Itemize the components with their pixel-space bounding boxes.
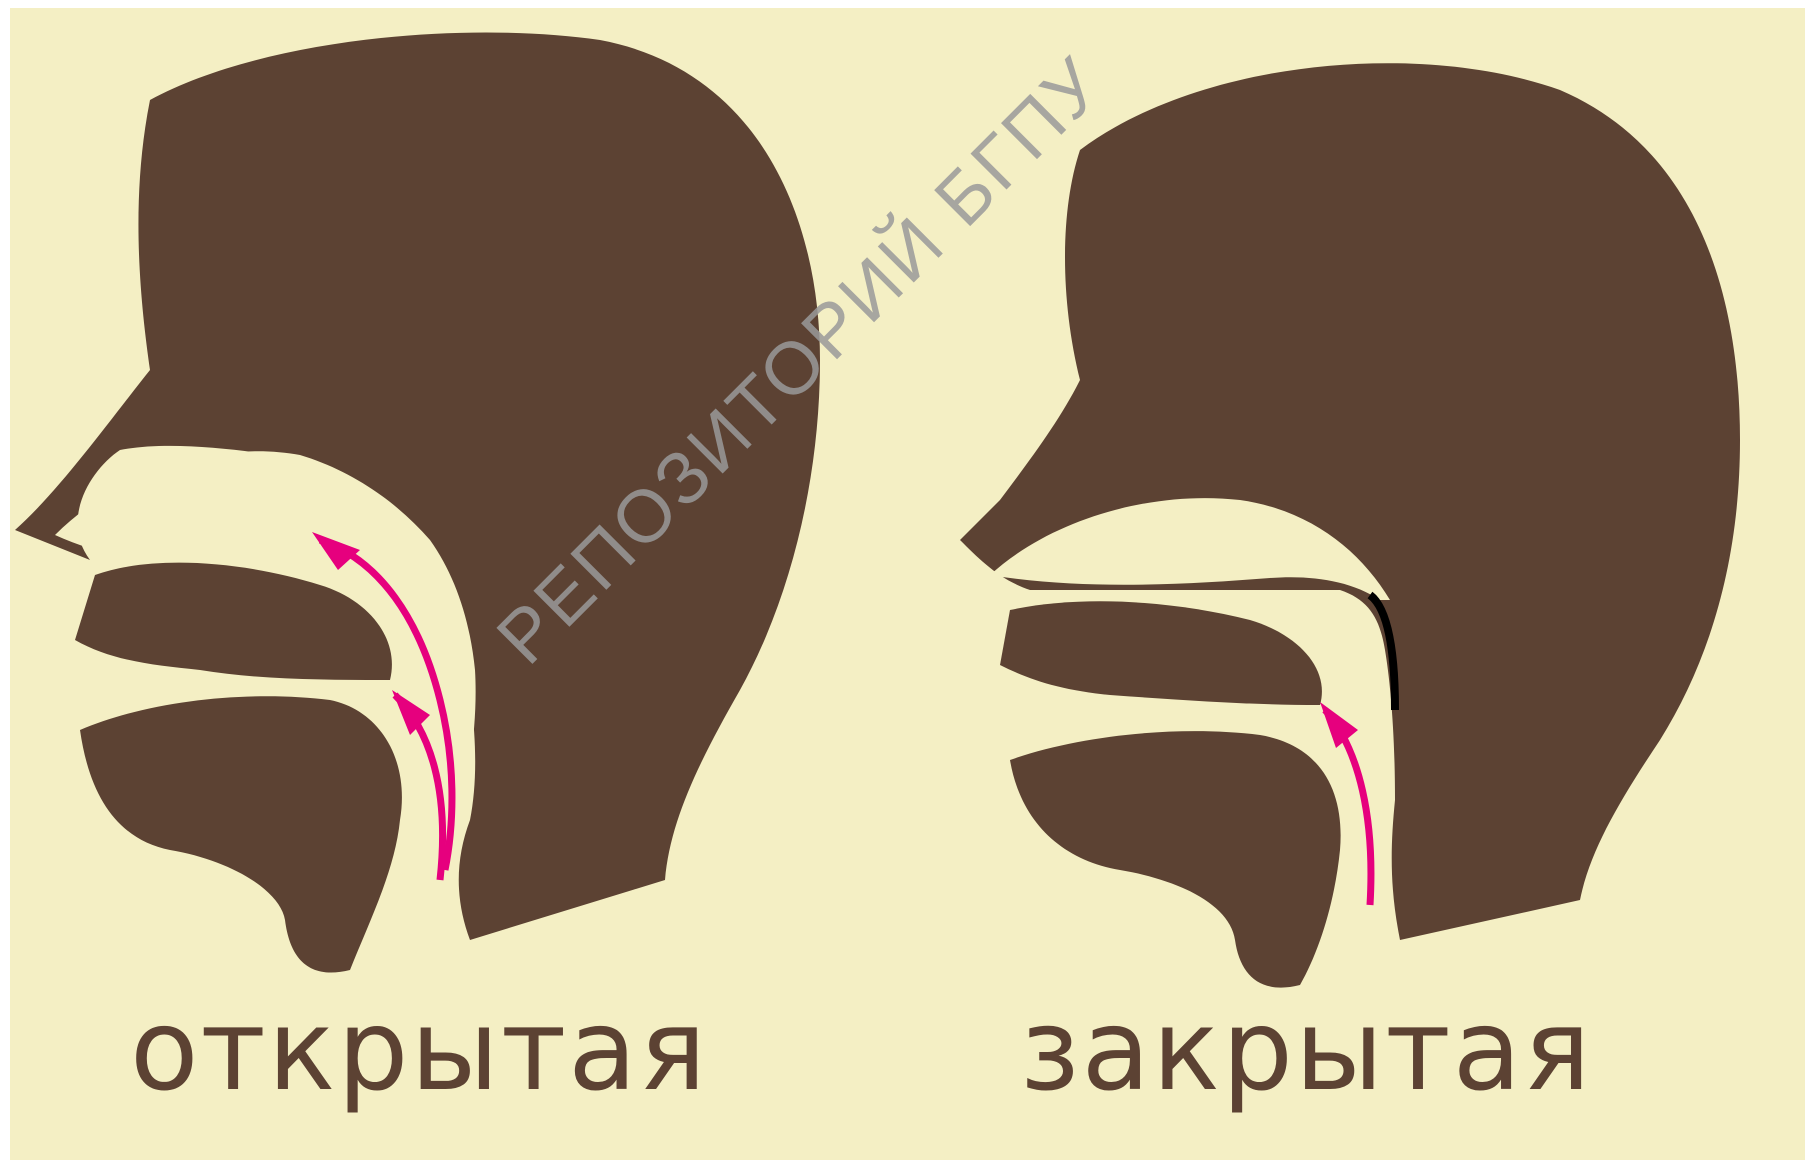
upper-jaw-right — [1000, 601, 1322, 705]
caption-closed: закрытая — [1020, 995, 1593, 1107]
airflow-arrowhead-right — [1320, 702, 1358, 748]
closed-nasal-head — [960, 63, 1740, 987]
upper-jaw-left — [75, 563, 392, 680]
lower-jaw-left — [80, 696, 402, 972]
lower-jaw-right — [1010, 731, 1341, 987]
caption-open: открытая — [130, 995, 708, 1107]
airflow-arrowhead-left-2 — [392, 690, 430, 735]
